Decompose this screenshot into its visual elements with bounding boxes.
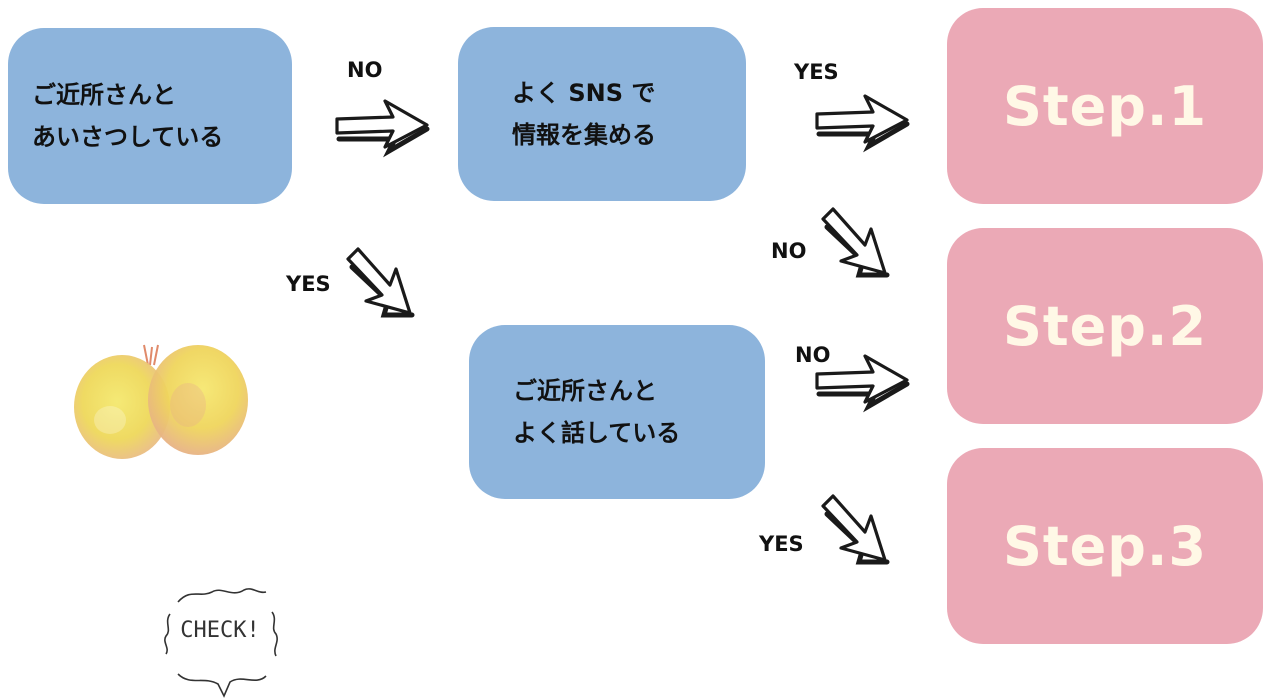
step-1-label: Step.1 [1002, 74, 1208, 138]
step-1-box: Step.1 [947, 8, 1263, 204]
step-2-label: Step.2 [1002, 294, 1208, 358]
step-2-box: Step.2 [947, 228, 1263, 424]
step-3-label: Step.3 [1002, 514, 1208, 578]
question-1-line-1: ご近所さんと [32, 81, 176, 109]
check-badge: CHECK! [160, 578, 280, 700]
step-3-box: Step.3 [947, 448, 1263, 644]
question-box-3: ご近所さんと よく話している [469, 325, 765, 499]
question-box-1: ご近所さんと あいさつしている [8, 28, 292, 204]
q3-no-label: NO [795, 343, 831, 367]
question-2-line-1: よく SNS で [512, 79, 656, 107]
q2-yes-label: YES [794, 60, 839, 84]
q1-no-arrow-icon [335, 99, 430, 158]
q2-no-arrow-icon [821, 207, 890, 278]
question-1-line-2: あいさつしている [32, 123, 224, 151]
question-3-line-2: よく話している [513, 419, 681, 447]
q3-yes-arrow-icon [821, 494, 890, 565]
question-2-line-2: 情報を集める [512, 121, 656, 149]
speech-burst-icon [164, 588, 278, 698]
check-badge-text: CHECK! [180, 618, 260, 643]
q1-yes-label: YES [286, 272, 331, 296]
yellow-blob-icon [74, 344, 248, 459]
question-3-line-1: ご近所さんと [513, 377, 657, 405]
q2-no-label: NO [771, 239, 807, 263]
question-box-2: よく SNS で 情報を集める [458, 27, 746, 201]
q1-yes-arrow-icon [346, 247, 415, 318]
q3-no-arrow-icon [815, 354, 910, 413]
q3-yes-label: YES [759, 532, 804, 556]
q1-no-label: NO [347, 58, 383, 82]
q2-yes-arrow-icon [815, 94, 910, 153]
